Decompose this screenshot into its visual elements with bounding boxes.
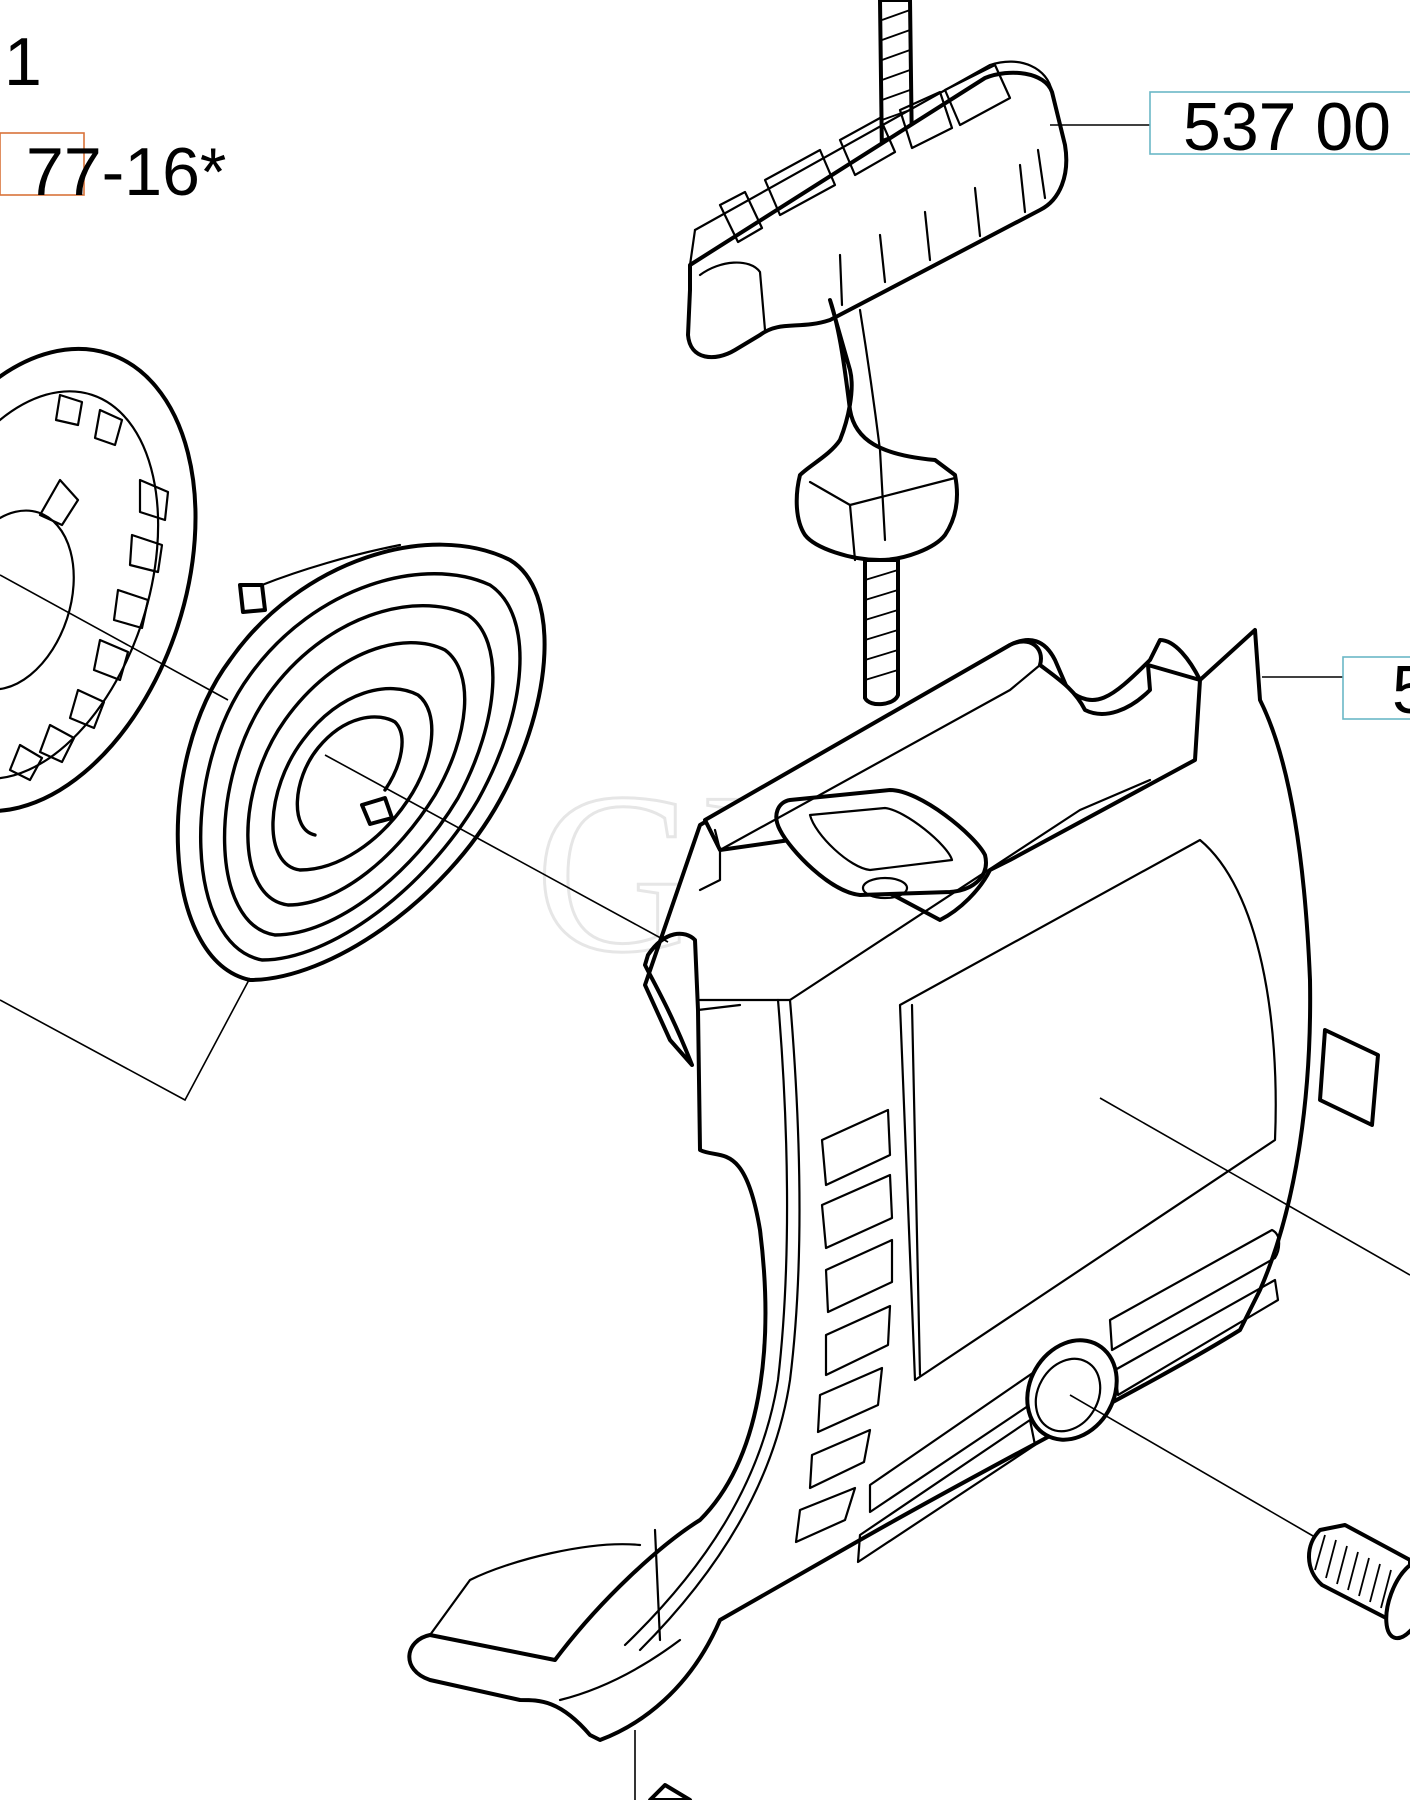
callout-label-77-16: 77-16* bbox=[26, 134, 226, 210]
next-part-arrow bbox=[648, 1783, 692, 1800]
assembly-axis-line bbox=[0, 574, 229, 701]
housing-screw[interactable] bbox=[1307, 1523, 1410, 1644]
starter-pulley[interactable] bbox=[0, 307, 251, 852]
assembly-axis-line-2 bbox=[324, 754, 669, 943]
callout-ref-77-16[interactable]: 77-16* bbox=[0, 132, 226, 210]
callout-ref-5[interactable]: 5 bbox=[1342, 652, 1410, 728]
callout-label-1: 1 bbox=[4, 24, 42, 100]
leader-line-label bbox=[1099, 1097, 1410, 1276]
callout-box-537-00 bbox=[1149, 91, 1410, 155]
recoil-spring[interactable] bbox=[175, 542, 547, 982]
callout-label-537-00: 537 00 bbox=[1183, 89, 1391, 165]
callout-label-5: 5 bbox=[1392, 652, 1410, 728]
callout-ref-537-00[interactable]: 537 00 bbox=[1149, 89, 1410, 165]
callout-box-77-16 bbox=[0, 132, 85, 196]
callout-ref-1[interactable]: 1 bbox=[4, 24, 42, 100]
leader-line-screw bbox=[1069, 1394, 1321, 1541]
starter-housing[interactable] bbox=[407, 628, 1380, 1742]
spring-bracket-line bbox=[0, 977, 251, 1102]
callout-box-5 bbox=[1342, 656, 1410, 720]
starter-handle[interactable] bbox=[686, 0, 1069, 707]
